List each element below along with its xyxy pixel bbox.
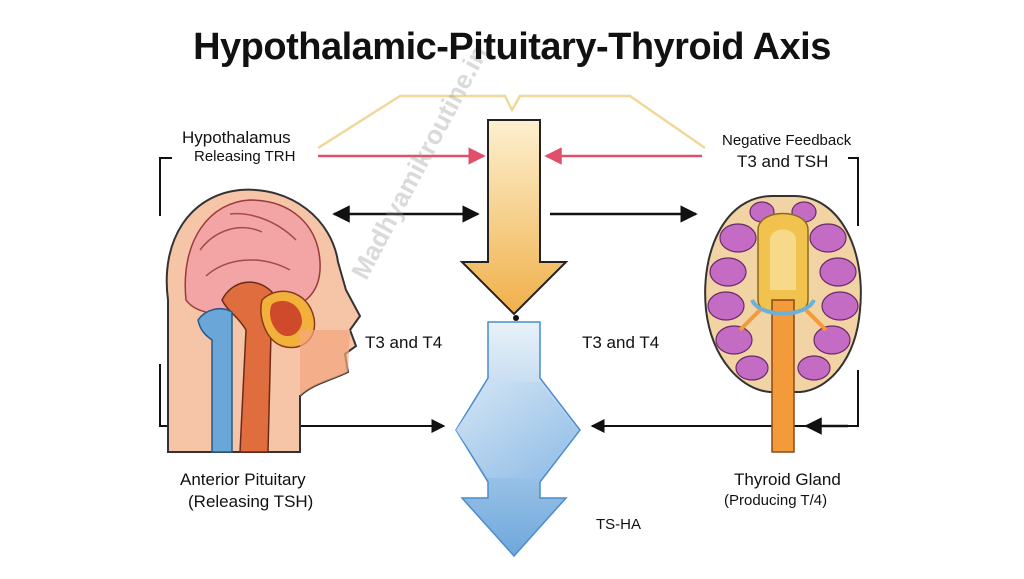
label-negative-feedback: Negative Feedback — [722, 132, 852, 149]
label-tsha: TS-HA — [596, 516, 641, 533]
label-t3-t4-right: T3 and T4 — [582, 333, 660, 352]
label-thyroid-gland: Thyroid Gland — [734, 470, 841, 489]
head-illustration — [165, 188, 362, 453]
thyroid-illustration — [704, 195, 862, 453]
label-hypothalamus: Hypothalamus — [182, 128, 291, 147]
left-bracket — [159, 157, 172, 216]
junction-dot — [513, 315, 519, 321]
central-blue-arrow — [455, 321, 581, 558]
central-down-arrow — [459, 119, 569, 316]
diagram-title: Hypothalamic-Pituitary-Thyroid Axis — [193, 26, 831, 68]
label-anterior-pituitary: Anterior Pituitary — [180, 470, 306, 489]
label-producing-t4: (Producing T/4) — [724, 492, 828, 509]
right-return-line — [590, 370, 859, 433]
left-return-line — [159, 364, 446, 433]
feedback-loop-line — [317, 94, 706, 150]
label-t3-tsh: T3 and TSH — [737, 152, 829, 171]
label-t3-t4-left: T3 and T4 — [365, 333, 443, 352]
right-bracket — [848, 157, 859, 226]
label-releasing-trh: Releasing TRH — [194, 148, 296, 165]
label-releasing-tsh: (Releasing TSH) — [188, 492, 314, 511]
